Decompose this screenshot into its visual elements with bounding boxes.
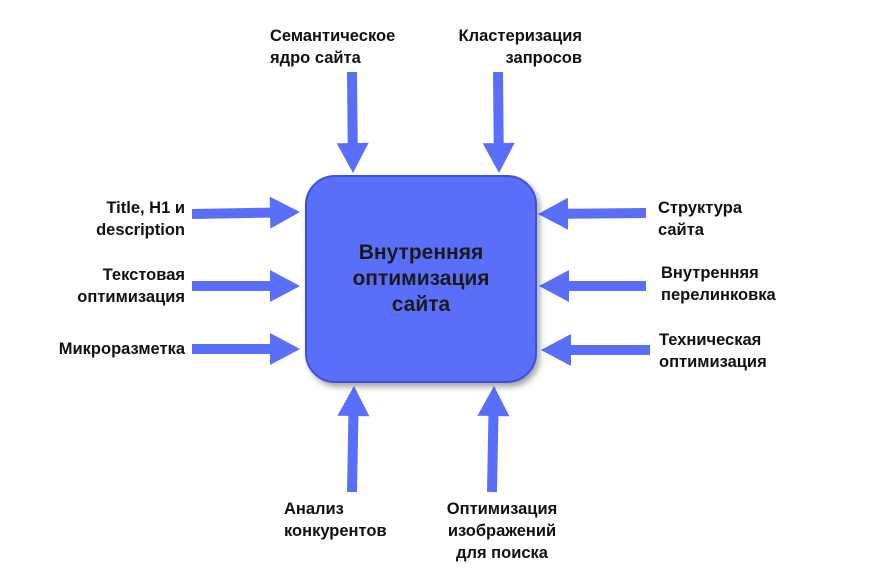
label-text-optimization: Текстовая оптимизация — [77, 266, 185, 306]
arrow-image-optimization — [477, 386, 510, 493]
label-image-optimization: Оптимизация изображений для поиска — [446, 500, 558, 562]
central-node-title: Внутренняя оптимизация сайта — [352, 241, 490, 316]
label-semantic-core: Семантическое ядро сайта — [270, 27, 396, 67]
label-microdata: Микроразметка — [58, 340, 185, 358]
arrow-competitor-analysis — [337, 386, 370, 493]
arrow-microdata — [192, 333, 300, 365]
arrow-technical-optimization — [541, 334, 650, 366]
arrow-title-h1-description — [191, 196, 300, 229]
label-technical-optimization: Техническая оптимизация — [659, 331, 767, 371]
label-competitor-analysis: Анализ конкурентов — [284, 500, 387, 540]
label-query-clustering: Кластеризация запросов — [458, 27, 582, 67]
arrow-semantic-core — [336, 72, 369, 173]
label-internal-linking: Внутренняя перелинковка — [661, 264, 776, 304]
central-node: Внутренняя оптимизация сайта — [305, 175, 537, 383]
arrow-site-structure — [538, 197, 646, 230]
arrow-internal-linking — [539, 270, 646, 302]
label-title-h1-description: Title, H1 и description — [96, 199, 185, 239]
arrow-text-optimization — [192, 270, 300, 302]
label-site-structure: Структура сайта — [658, 199, 742, 239]
arrow-query-clustering — [482, 72, 515, 173]
